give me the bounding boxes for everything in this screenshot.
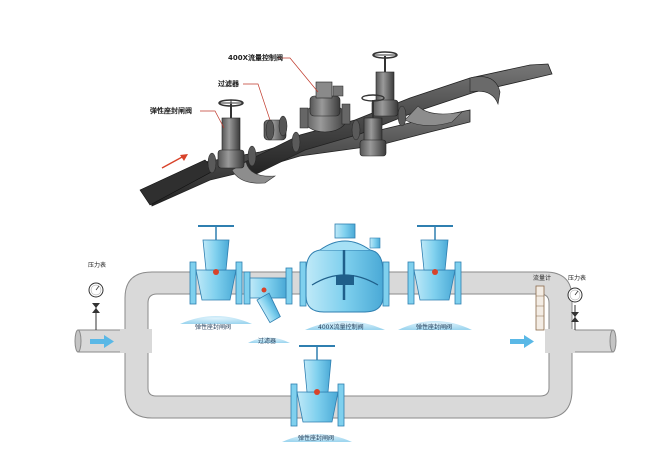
gate-valve-right [407, 225, 462, 305]
gate-valve-bypass [290, 345, 345, 427]
banner-gate-valve-bypass [282, 434, 352, 442]
flow-arrow-inlet [90, 335, 114, 348]
right-elbow [404, 105, 463, 126]
isometric-view: 400X流量控制阀 过滤器 弹性座封闸阀 [139, 51, 553, 207]
label-pressure-gauge-left: 压力表 [88, 261, 106, 269]
gate-valve-left [189, 225, 243, 305]
banner-gate-valve-right [398, 321, 472, 330]
label-flow-meter: 流量计 [533, 274, 551, 282]
iso-filter [263, 115, 288, 141]
label-gate-valve-left: 弹性座封闸阀 [195, 323, 231, 331]
iso-flanges [207, 105, 407, 174]
label-pressure-gauge-right: 压力表 [568, 274, 586, 282]
pressure-gauge-left [88, 282, 104, 330]
banner-filter [248, 337, 290, 343]
iso-gate-valve-right-upper [371, 51, 399, 117]
banner-flow-control-valve [305, 321, 385, 330]
iso-flow-arrow [161, 154, 188, 169]
iso-gate-valve-left [217, 99, 245, 169]
pressure-gauge-right [567, 287, 583, 330]
iso-gate-valve-bypass [359, 94, 387, 157]
label-gate-valve-bypass: 弹性座封闸阀 [298, 434, 334, 442]
banner-gate-valve-left [180, 316, 252, 324]
label-flow-control-valve: 400X流量控制阀 [318, 323, 364, 331]
iso-flow-control-valve [299, 81, 351, 133]
flow-control-valve [299, 223, 390, 313]
label-gate-valve-right: 弹性座封闸阀 [416, 323, 452, 331]
iso-leader-lines [200, 57, 319, 129]
label-filter-iso: 过滤器 [218, 79, 240, 88]
right-riser [469, 76, 501, 106]
y-filter [243, 267, 293, 324]
flow-meter [535, 285, 545, 331]
schematic-view: 压力表 压力表 流量计 [74, 223, 617, 442]
label-gate-valve-iso: 弹性座封闸阀 [150, 106, 192, 115]
label-filter: 过滤器 [258, 337, 276, 345]
flow-arrow-outlet [510, 335, 534, 348]
label-flow-control-valve-iso: 400X流量控制阀 [228, 53, 283, 62]
